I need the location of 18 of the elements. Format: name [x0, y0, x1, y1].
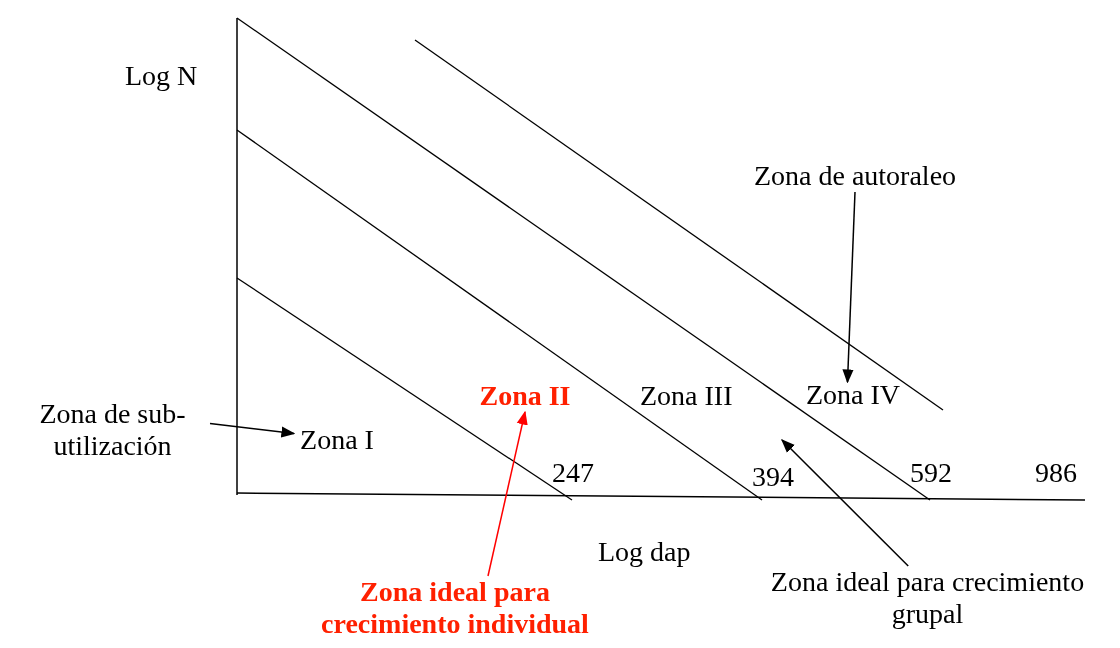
axis-label: Log dap	[598, 536, 691, 568]
axis-label: Log N	[125, 60, 198, 92]
callout-text: Zona ideal para crecimiento individual	[290, 576, 620, 640]
callout-text: Zona de sub-utilización	[15, 398, 210, 462]
tick-label: 592	[910, 457, 952, 489]
zone-label: Zona I	[294, 424, 380, 456]
arrow	[842, 191, 856, 384]
callout-text: Zona ideal para crecimiento grupal	[735, 566, 1120, 630]
tick-label: 247	[552, 457, 594, 489]
zone-label: Zona II	[470, 380, 580, 412]
zone-label: Zona IV	[798, 382, 908, 408]
callout-text: Zona de autoraleo	[730, 160, 980, 192]
arrow	[487, 410, 528, 577]
tick-label: 986	[1035, 457, 1077, 489]
arrow	[209, 422, 296, 438]
zone-label: Zona III	[640, 380, 733, 412]
tick-label: 394	[752, 464, 794, 490]
arrow	[781, 439, 909, 567]
